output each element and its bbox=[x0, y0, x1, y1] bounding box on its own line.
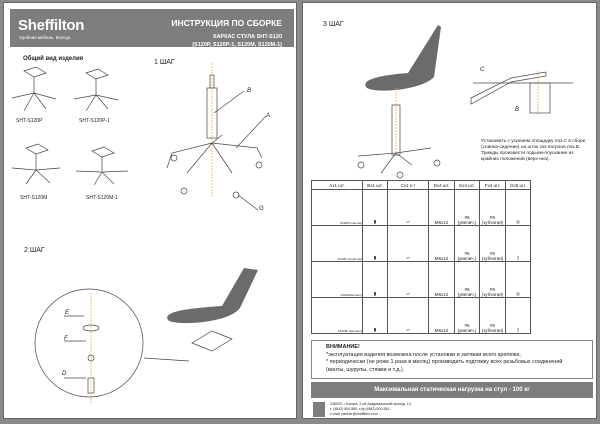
bolt-cell: M6x12 bbox=[428, 297, 455, 334]
right-page: 3 ШАГ C B Установить с усилием площадку … bbox=[302, 2, 597, 419]
plate-cell: ⏥ bbox=[387, 261, 429, 298]
step3-drawing bbox=[357, 25, 573, 179]
bolt-cell: M6x12 bbox=[428, 189, 455, 226]
seat-shell bbox=[365, 25, 441, 91]
base-drawing bbox=[11, 143, 61, 185]
base-cell: S120P(пластик) bbox=[311, 189, 363, 226]
attention-box: ВНИМАНИЕ! *эксплуатация изделия возможна… bbox=[311, 340, 593, 379]
lock-washer-cell: #6 (зубчатая) bbox=[479, 261, 506, 298]
phone: т. (4842) 500-580, т/ф (4842) 500-581, bbox=[330, 407, 391, 411]
washer-cell: #6 (увелич.) bbox=[454, 225, 480, 262]
base-drawing bbox=[75, 146, 129, 186]
caster-cell: ◎ bbox=[505, 189, 531, 226]
email: e-mail: partner@sheffilton.com bbox=[330, 412, 378, 416]
gas-lift-cell: ▮ bbox=[362, 189, 388, 226]
step1-drawing bbox=[166, 63, 267, 211]
table-row: S120P(пластик) ▮⏥ M6x12 #6 (увелич.) #6 … bbox=[311, 189, 531, 226]
gas-lift-cell: ▮ bbox=[362, 225, 388, 262]
washer-cell: #6 (увелич.) bbox=[454, 261, 480, 298]
attention-line: *эксплуатация изделия возможна после уст… bbox=[326, 351, 521, 358]
table-row: S120M-1(металл) ▮⏥ M6x12 #6 (увелич.) #6… bbox=[311, 297, 531, 334]
seat-shell bbox=[167, 268, 258, 324]
glide-cell: ▯ bbox=[505, 297, 531, 334]
base-illustrations bbox=[11, 63, 267, 403]
model-label: SHT-S120P bbox=[16, 118, 43, 124]
step2-drawing bbox=[34, 288, 233, 403]
step1-title: 1 ШАГ bbox=[154, 59, 175, 66]
attention-line: * периодически (не реже 1 раза в месяц) … bbox=[326, 359, 563, 373]
lock-washer-cell: #6 (зубчатая) bbox=[479, 189, 506, 226]
footer-logo-square bbox=[313, 402, 325, 417]
washer-cell: #6 (увелич.) bbox=[454, 297, 480, 334]
plate-cell: ⏥ bbox=[387, 225, 429, 262]
step2-title: 2 ШАГ bbox=[24, 247, 45, 254]
col-header: Bx1 шт. bbox=[362, 180, 388, 190]
address: 248033, г. Калуга, 2-ой Академический пр… bbox=[330, 402, 412, 406]
caster-cell: ◎ bbox=[505, 261, 531, 298]
parts-table: Ax1 шт. Bx1 шт. Cx1 к-т Dx4 шт. Ex4 шт. … bbox=[311, 180, 531, 334]
bolt-cell: M6x12 bbox=[428, 225, 455, 262]
step3-title: 3 ШАГ bbox=[323, 21, 344, 28]
model-label: SHT-S120M-1 bbox=[86, 195, 118, 201]
doc-title: ИНСТРУКЦИЯ ПО СБОРКЕ bbox=[171, 18, 282, 28]
col-header: Gx5 шт. bbox=[505, 180, 531, 190]
bolt-cell: M6x12 bbox=[428, 261, 455, 298]
base-drawing bbox=[11, 66, 57, 112]
doc-subtitle: КАРКАС СТУЛА SHT-S120(S120P, S120P-1, S1… bbox=[192, 34, 282, 48]
plate-cell: ⏥ bbox=[387, 189, 429, 226]
lock-washer-cell: #6 (зубчатая) bbox=[479, 297, 506, 334]
label-a: A bbox=[266, 113, 271, 119]
glide-cell: ▯ bbox=[505, 225, 531, 262]
footer-contacts: 248033, г. Калуга, 2-ой Академический пр… bbox=[313, 402, 411, 417]
overview-title: Общий вид изделия bbox=[23, 56, 84, 62]
plate-cell: ⏥ bbox=[387, 297, 429, 334]
base-cell: S120M-1(металл) bbox=[311, 297, 363, 334]
base-cell: S120P-1(пластик) bbox=[311, 225, 363, 262]
model-label: SHT-S120P-1 bbox=[79, 118, 110, 124]
left-page: Sheffilton Удобная мебель. Всегда. ИНСТР… bbox=[3, 2, 297, 419]
label-c: C bbox=[480, 67, 485, 73]
base-drawing bbox=[73, 68, 119, 112]
label-f: F bbox=[64, 336, 68, 342]
label-d: D bbox=[62, 371, 67, 377]
label-b: B bbox=[515, 107, 520, 113]
washer-cell: #6 (увелич.) bbox=[454, 189, 480, 226]
label-g: G bbox=[259, 206, 264, 212]
gas-lift-cell: ▮ bbox=[362, 261, 388, 298]
model-label: SHT-S120M bbox=[20, 195, 48, 201]
table-row: S120M(металл) ▮⏥ M6x12 #6 (увелич.) #6 (… bbox=[311, 261, 531, 298]
header-band: Sheffilton Удобная мебель. Всегда. ИНСТР… bbox=[10, 9, 294, 48]
label-e: E bbox=[65, 310, 70, 316]
col-header: Fx4 шт. bbox=[479, 180, 506, 190]
attention-title: ВНИМАНИЕ! bbox=[326, 344, 360, 350]
max-load-banner: Максимальная статическая нагрузка на сту… bbox=[311, 382, 593, 398]
instruction-text: Установить с усилием площадку поз.С в сб… bbox=[481, 139, 586, 162]
col-header: Ax1 шт. bbox=[311, 180, 363, 190]
table-row: S120P-1(пластик) ▮⏥ M6x12 #6 (увелич.) #… bbox=[311, 225, 531, 262]
gas-lift-cell: ▮ bbox=[362, 297, 388, 334]
lock-washer-cell: #6 (зубчатая) bbox=[479, 225, 506, 262]
col-header: Cx1 к-т bbox=[387, 180, 429, 190]
col-header: Dx4 шт. bbox=[428, 180, 455, 190]
col-header: Ex4 шт. bbox=[454, 180, 480, 190]
label-b: B bbox=[247, 88, 252, 94]
slogan: Удобная мебель. Всегда. bbox=[19, 35, 72, 40]
base-cell: S120M(металл) bbox=[311, 261, 363, 298]
logo: Sheffilton bbox=[18, 17, 85, 34]
